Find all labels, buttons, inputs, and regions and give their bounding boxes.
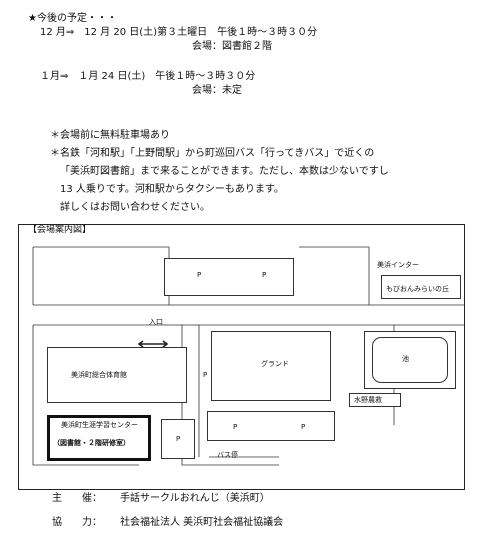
cooperation-label: 協 力：	[52, 517, 102, 528]
parking-note: ＊会場前に無料駐車場あり	[50, 130, 170, 141]
parking-lot-north	[164, 258, 294, 296]
shop-label: もびおんみらいの丘	[386, 285, 449, 293]
ground-field	[211, 331, 331, 401]
map-title: 【会場案内図】	[28, 225, 92, 235]
learning-center-room: （図書館・２階研修室）	[53, 439, 130, 447]
gymnasium	[47, 347, 187, 403]
bus-note-line-1: ＊名鉄「河和駅」「上野間駅」から町巡回バス「行ってきバス」で近くの	[50, 148, 375, 159]
learning-center	[47, 415, 151, 461]
bus-stop-label: バス停	[217, 451, 238, 459]
parking-label: P	[197, 271, 202, 279]
entrance-label: 入口	[149, 318, 163, 326]
contact-note: 詳しくはお問い合わせください。	[60, 202, 210, 213]
december-schedule: 12 月⇒ 12 月 20 日(土)第３土曜日 午後１時～３時３０分	[40, 27, 318, 38]
parking-label: P	[233, 423, 238, 431]
bus-note-line-2: 「美浜町図書館」まで来ることができます。ただし、本数は少ないですし	[60, 166, 389, 177]
parking-label: P	[301, 423, 306, 431]
organizer-name: 手話サークルおれんじ（美浜町）	[120, 493, 270, 504]
organizer-label: 主 催：	[52, 493, 102, 504]
pond-label: 池	[402, 355, 409, 363]
bus-note-line-3: 13 人乗りです。河和駅からタクシーもあります。	[60, 184, 284, 195]
parking-lot-east	[207, 411, 335, 441]
january-venue: 会場：未定	[192, 85, 242, 96]
january-schedule: １月⇒ １月 24 日(土) 午後１時～３時３０分	[40, 71, 256, 82]
parking-label: P	[203, 371, 208, 379]
parking-label: P	[262, 271, 267, 279]
venue-map: P P 美浜インター もびおんみらいの丘 入口 美浜町総合体育館 P グランド …	[18, 224, 465, 490]
ground-label: グランド	[261, 360, 289, 368]
mizuno-box	[349, 393, 401, 407]
parking-lot-south	[161, 419, 195, 459]
pond-shape	[372, 337, 448, 383]
mizuno-label: 水野農救	[354, 396, 382, 404]
gymnasium-label: 美浜町総合体育館	[71, 371, 127, 379]
december-venue: 会場：図書館２階	[192, 41, 272, 52]
parking-label: P	[176, 435, 181, 443]
learning-center-name: 美浜町生涯学習センター	[61, 421, 138, 429]
cooperation-name: 社会福祉法人 美浜町社会福祉協議会	[120, 517, 284, 528]
shop-box	[381, 275, 461, 299]
schedule-heading: ★今後の予定・・・	[28, 13, 117, 24]
interchange-label: 美浜インター	[377, 261, 419, 269]
